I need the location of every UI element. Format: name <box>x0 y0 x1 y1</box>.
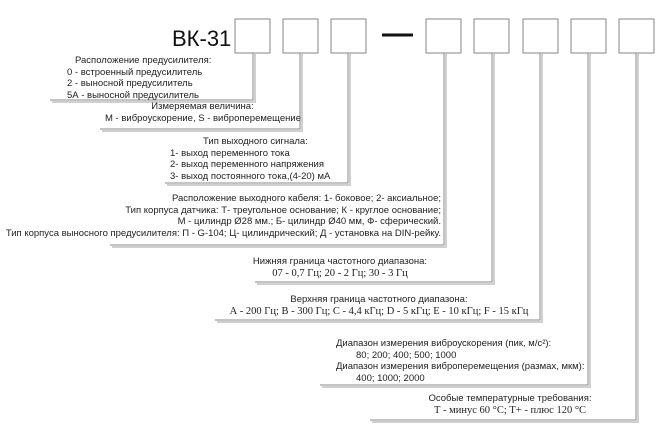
model-title: ВК-31 <box>172 26 232 51</box>
code-box-7 <box>570 18 607 54</box>
callout-measured-quantity: Измеряемая величина: М - виброускорение,… <box>105 101 302 124</box>
code-box-6 <box>522 18 559 54</box>
callout-line: 2 - выносной предусилитель <box>67 78 193 89</box>
callout-line: 3- выход постоянного тока,(4-20) мА <box>170 170 331 182</box>
callout-preamp-location: Расположение предусилителя: 0 - встроенн… <box>67 55 212 101</box>
callout-housing-type: Расположение выходного кабеля: 1- боково… <box>0 193 441 239</box>
connector-8 <box>370 53 637 421</box>
callout-line: Расположение выходного кабеля: 1- боково… <box>171 193 441 204</box>
callout-heading: Расположение предусилителя: <box>75 55 212 66</box>
callout-line: М - виброускорение, S - виброперемещение <box>105 112 302 124</box>
connector-2 <box>100 53 301 130</box>
connector-5 <box>255 53 493 283</box>
code-box-8 <box>618 18 655 54</box>
callout-heading: Диапазон измерения виброускорения (пик, … <box>336 338 552 349</box>
callout-line: Тип корпуса выносного предусилителя: П -… <box>5 227 441 239</box>
callout-heading: Особые температурные требования: <box>428 393 592 404</box>
callout-heading: Нижняя граница частотного диапазона: <box>252 256 428 267</box>
code-box-2 <box>282 18 319 54</box>
callout-line: Тип корпуса датчика: Т- треугольное осно… <box>125 204 441 216</box>
callout-heading: Тип выходного сигнала: <box>203 136 308 147</box>
callout-heading: Верхняя граница частотного диапазона: <box>290 294 468 305</box>
connector-3 <box>165 53 349 184</box>
callout-line: 2- выход переменного напряжения <box>170 159 324 170</box>
code-box-4 <box>425 18 462 54</box>
callout-line: Диапазон измерения виброперемещения (раз… <box>336 361 585 372</box>
callout-heading: Измеряемая величина: <box>151 101 254 112</box>
connector-1 <box>50 53 254 101</box>
callout-upper-frequency: Верхняя граница частотного диапазона: А … <box>220 294 538 317</box>
callout-line: 5А - выносной предусилитель <box>67 89 199 101</box>
callout-lower-frequency: Нижняя граница частотного диапазона: 07 … <box>240 256 440 279</box>
callout-line: 80; 200; 400; 500; 1000 <box>356 349 457 361</box>
callout-line: 0 - встроенный предусилитель <box>67 66 203 78</box>
callout-output-signal: Тип выходного сигнала: 1- выход переменн… <box>170 136 330 182</box>
callout-line: 07 - 0,7 Гц; 20 - 2 Гц; 30 - 3 Гц <box>272 267 408 279</box>
callout-line: Т - минус 60 °С; Т+ - плюс 120 °С <box>433 404 587 416</box>
code-box-5 <box>473 18 510 54</box>
code-box-1 <box>234 18 271 54</box>
callout-line: М - цилиндр Ø28 мм.; Б- цилиндр Ø40 мм, … <box>177 216 441 227</box>
callout-line: 400; 1000; 2000 <box>356 372 425 384</box>
connector-6 <box>215 53 541 321</box>
connector-4 <box>110 53 445 246</box>
callout-measurement-range: Диапазон измерения виброускорения (пик, … <box>336 338 585 384</box>
callout-line: А - 200 Гц; В - 300 Гц; С - 4,4 кГц; D -… <box>229 305 529 317</box>
callout-line: 1- выход переменного тока <box>170 147 290 159</box>
callout-temperature: Особые температурные требования: Т - мин… <box>400 393 620 416</box>
code-box-3 <box>330 18 367 54</box>
connector-7 <box>320 53 589 386</box>
